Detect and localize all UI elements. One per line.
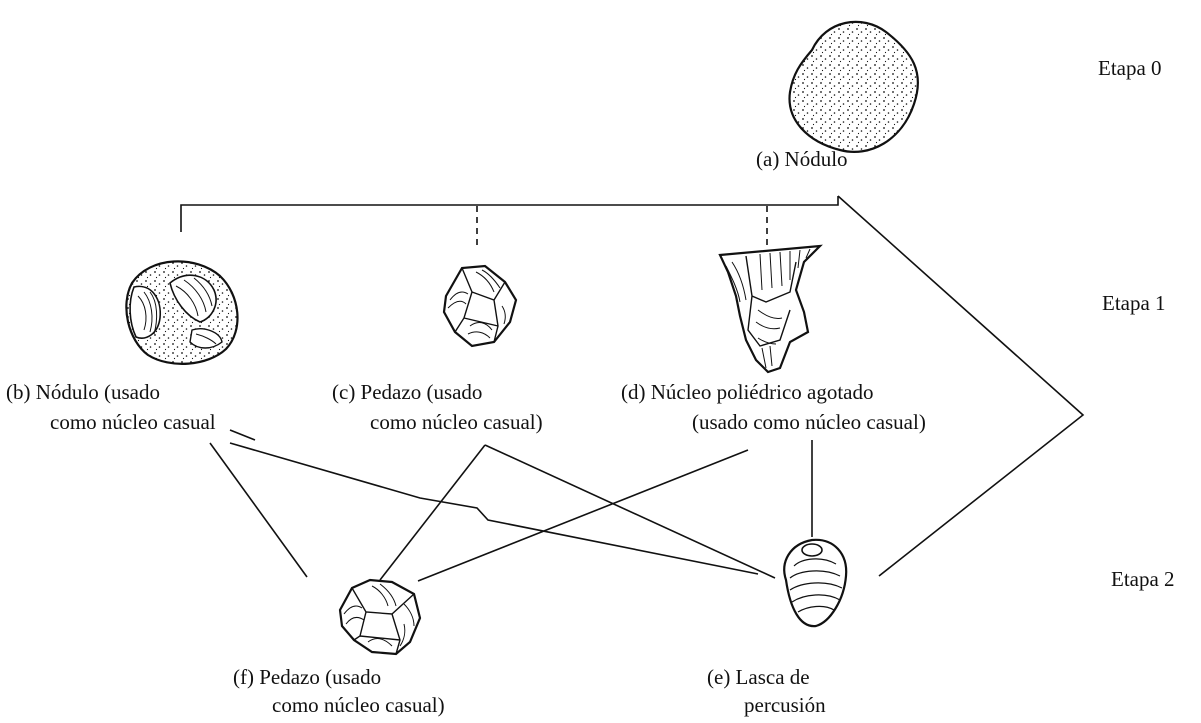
nodule-b-illustration [125, 260, 239, 365]
label-e-line2: percusión [744, 693, 826, 717]
stage-1-label: Etapa 1 [1102, 291, 1166, 315]
label-c-line1: (c) Pedazo (usado [332, 380, 483, 404]
stage-0-label: Etapa 0 [1098, 56, 1162, 80]
chunk-f-illustration [338, 578, 422, 656]
chunk-c-illustration [442, 264, 518, 348]
flake-e-illustration [783, 538, 848, 628]
label-b-line1: (b) Nódulo (usado [6, 380, 160, 404]
label-f-line2: como núcleo casual) [272, 693, 445, 717]
connector-d-to-f [417, 449, 749, 582]
label-a-line1: (a) Nódulo [756, 147, 848, 171]
label-c-line2: como núcleo casual) [370, 410, 543, 434]
label-e-line1: (e) Lasca de [707, 665, 810, 689]
connector-stage0-to-b [180, 196, 839, 232]
nodule-a-illustration [788, 20, 919, 153]
label-b-line2: como núcleo casual [50, 410, 216, 434]
connector-b-to-f [209, 442, 308, 578]
connector-f-to-e [229, 429, 256, 441]
connector-b-to-e [229, 442, 759, 575]
label-d-line1: (d) Núcleo poliédrico agotado [621, 380, 874, 404]
label-f-line1: (f) Pedazo (usado [233, 665, 382, 689]
connector-c-to-f [379, 444, 486, 581]
stage-2-label: Etapa 2 [1111, 567, 1175, 591]
label-d-line2: (usado como núcleo casual) [692, 410, 926, 434]
connector-c-to-e [484, 444, 776, 579]
core-d-illustration [718, 244, 823, 374]
connector-a-to-e [837, 195, 1085, 577]
connector-lines [180, 195, 1085, 582]
